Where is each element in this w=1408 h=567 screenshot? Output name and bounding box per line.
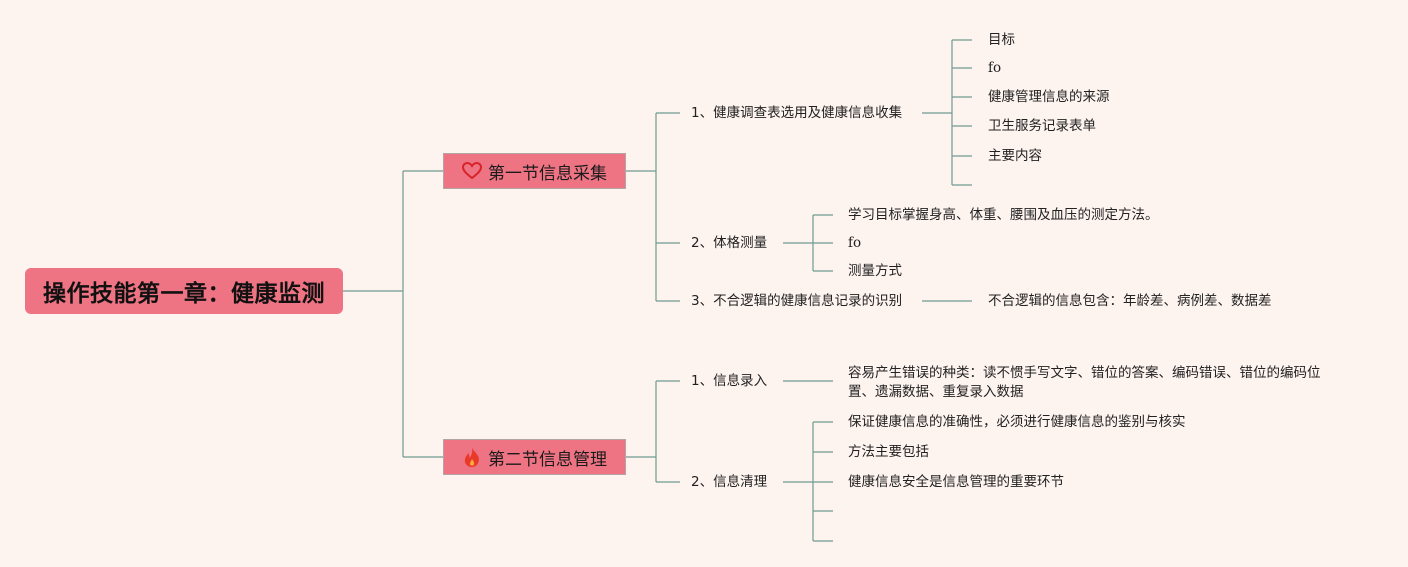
heart-icon: [462, 161, 482, 181]
leaf-1-1-5[interactable]: 主要内容: [988, 148, 1042, 164]
topic-1-1-connector: [922, 39, 972, 186]
section-node-2[interactable]: 第二节信息管理: [443, 439, 626, 475]
section2-connector: [626, 380, 680, 483]
leaf-1-1-3[interactable]: 健康管理信息的来源: [988, 89, 1110, 105]
section1-connector: [626, 112, 680, 302]
topic-1-3[interactable]: 3、不合逻辑的健康信息记录的识别: [691, 293, 903, 309]
leaf-1-1-1[interactable]: 目标: [988, 32, 1015, 48]
leaf-2-2-3[interactable]: 健康信息安全是信息管理的重要环节: [848, 474, 1064, 490]
topic-1-1[interactable]: 1、健康调查表选用及健康信息收集: [691, 105, 903, 121]
leaf-1-1-4[interactable]: 卫生服务记录表单: [988, 118, 1096, 134]
leaf-2-1-1[interactable]: 容易产生错误的种类：读不惯手写文字、错位的答案、编码错误、错位的编码位置、遗漏数…: [848, 365, 1321, 400]
topic-2-2-connector: [783, 421, 833, 542]
topic-2-1[interactable]: 1、信息录入: [691, 373, 768, 389]
root-connector: [343, 170, 443, 458]
leaf-1-2-2[interactable]: fo: [848, 235, 862, 251]
topic-2-2[interactable]: 2、信息清理: [691, 474, 768, 490]
topic-1-2-connector: [783, 214, 833, 272]
topic-1-2[interactable]: 2、体格测量: [691, 235, 768, 251]
leaf-1-1-2[interactable]: fo: [988, 60, 1002, 76]
root-title: 操作技能第一章：健康监测: [43, 281, 325, 307]
root-node[interactable]: 操作技能第一章：健康监测: [25, 268, 343, 314]
section-label-2: 第二节信息管理: [488, 449, 607, 470]
fire-icon: [462, 447, 482, 467]
leaf-2-2-1[interactable]: 保证健康信息的准确性，必须进行健康信息的鉴别与核实: [848, 414, 1186, 430]
leaf-2-2-2[interactable]: 方法主要包括: [848, 444, 929, 460]
section-node-1[interactable]: 第一节信息采集: [443, 153, 626, 189]
leaf-1-2-3[interactable]: 测量方式: [848, 263, 902, 279]
leaf-1-3-1[interactable]: 不合逻辑的信息包含：年龄差、病例差、数据差: [988, 293, 1272, 309]
leaf-1-2-1[interactable]: 学习目标掌握身高、体重、腰围及血压的测定方法。: [848, 207, 1159, 223]
section-label-1: 第一节信息采集: [488, 163, 607, 184]
